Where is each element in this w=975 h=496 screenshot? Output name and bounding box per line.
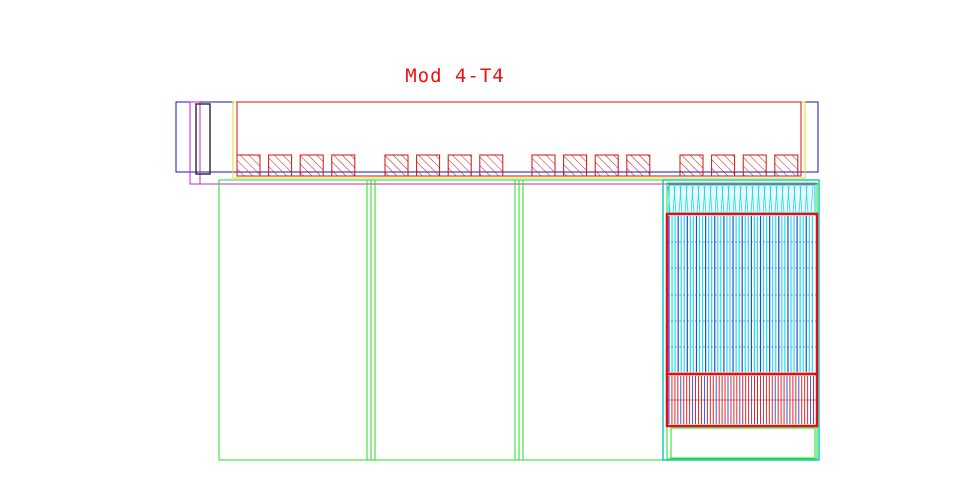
fanout-line — [775, 185, 779, 214]
fanout-line — [667, 185, 671, 214]
sensor-strips — [667, 216, 817, 372]
fanout-line — [697, 185, 701, 214]
diagram-title: Mod 4-T4 — [405, 65, 505, 87]
hatched-pad — [268, 154, 293, 177]
fanout-line — [673, 185, 677, 214]
fanout-line — [751, 185, 755, 214]
fanout-line — [793, 185, 797, 214]
fanout-line — [727, 185, 731, 214]
fanout-line — [769, 185, 773, 214]
fanout-line — [721, 185, 725, 214]
hatched-pad — [447, 154, 472, 177]
hatched-pad — [331, 154, 356, 177]
fanout-lines — [667, 185, 814, 214]
fanout-line — [679, 185, 683, 214]
module-strip — [175, 101, 819, 185]
fanout-line — [805, 185, 809, 214]
fanout-line — [757, 185, 761, 214]
fanout-line — [745, 185, 749, 214]
detail-outline-cyan — [662, 179, 820, 461]
hatched-pad — [479, 154, 504, 177]
hatched-pad — [236, 154, 261, 177]
red-strips — [667, 376, 817, 424]
fanout-line — [715, 185, 719, 214]
hatched-pad — [711, 154, 736, 177]
fanout-line — [763, 185, 767, 214]
panel-area — [218, 179, 820, 461]
fanout-line — [691, 185, 695, 214]
fanout-line — [739, 185, 743, 214]
strip-connector — [195, 103, 211, 175]
fanout-line — [703, 185, 707, 214]
detail-panel — [662, 179, 820, 461]
hatched-pad — [742, 154, 767, 177]
hatched-pad — [384, 154, 409, 177]
fanout-line — [799, 185, 803, 214]
hatched-pad — [531, 154, 556, 177]
hatched-pad — [594, 154, 619, 177]
fanout-line — [733, 185, 737, 214]
hatched-pad — [626, 154, 651, 177]
fanout-line — [685, 185, 689, 214]
detail-bottom-frame — [670, 427, 816, 459]
hatched-pad — [299, 154, 324, 177]
fanout-line — [787, 185, 791, 214]
hatched-pad — [416, 154, 441, 177]
hatched-pad — [679, 154, 704, 177]
fanout-line — [709, 185, 713, 214]
fanout-line — [810, 185, 814, 214]
fanout-line — [781, 185, 785, 214]
hatched-pad — [563, 154, 588, 177]
pad-row — [236, 154, 799, 177]
hatched-pad — [774, 154, 799, 177]
strip-outline-red — [236, 101, 802, 177]
